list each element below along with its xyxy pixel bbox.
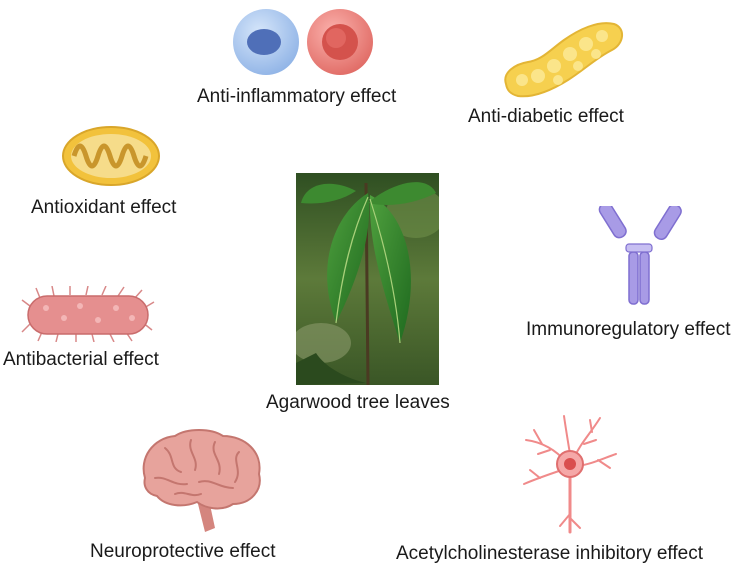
anti-diabetic-label: Anti-diabetic effect — [468, 106, 624, 127]
acetylcholinesterase-label: Acetylcholinesterase inhibitory effect — [396, 543, 703, 564]
anti-inflammatory-label: Anti-inflammatory effect — [197, 86, 397, 107]
neuron-icon — [520, 414, 620, 534]
pancreas-icon — [498, 14, 628, 104]
blood-cells-icon — [228, 4, 378, 80]
antioxidant-label: Antioxidant effect — [31, 197, 177, 218]
mitochondrion-icon — [60, 124, 162, 188]
center-label: Agarwood tree leaves — [266, 392, 450, 413]
bacterium-icon — [20, 286, 156, 342]
neuroprotective-label: Neuroprotective effect — [90, 541, 276, 562]
immunoregulatory-label: Immunoregulatory effect — [526, 319, 731, 340]
brain-icon — [135, 428, 267, 534]
antibacterial-label: Antibacterial effect — [3, 349, 159, 370]
antibody-icon — [596, 206, 682, 306]
agarwood-leaves-photo — [296, 173, 439, 385]
